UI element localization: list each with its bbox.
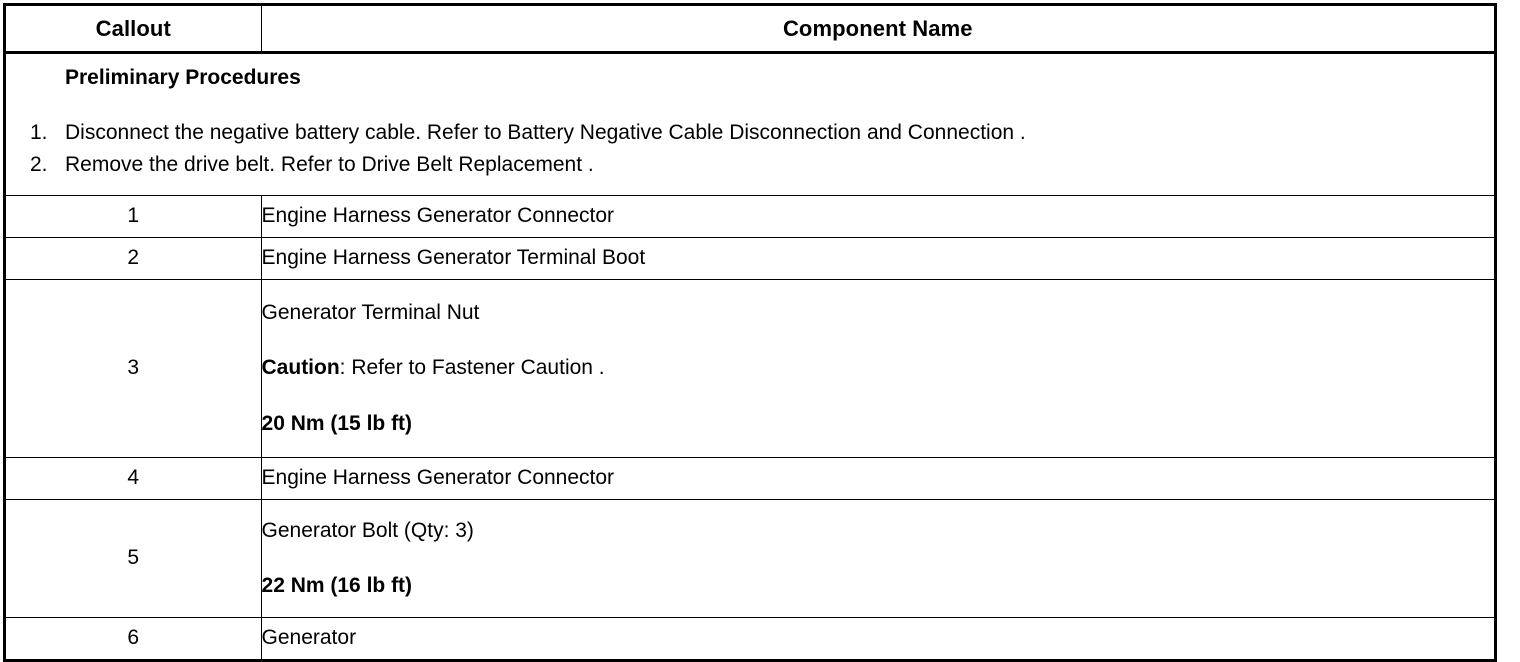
- list-item: 1. Disconnect the negative battery cable…: [6, 117, 1494, 149]
- callout-number: 4: [4, 457, 262, 501]
- table-row: 3 Generator Terminal Nut Caution: Refer …: [4, 279, 1497, 459]
- torque-spec: 22 Nm (16 lb ft): [261, 574, 413, 598]
- table-row: 1 Engine Harness Generator Connector: [4, 195, 1497, 239]
- caution-note: Caution: Refer to Fastener Caution .: [262, 355, 1494, 381]
- table-row: 2 Engine Harness Generator Terminal Boot: [4, 237, 1497, 281]
- preliminary-procedures-cell: Preliminary Procedures 1. Disconnect the…: [4, 52, 1496, 197]
- list-item-number: 1.: [30, 121, 48, 145]
- table-row: 6 Generator: [4, 617, 1497, 661]
- component-name-cell: Engine Harness Generator Terminal Boot: [260, 237, 1497, 281]
- component-callout-table: Callout Component Name Preliminary Proce…: [3, 3, 1497, 662]
- component-name-line: Engine Harness Generator Terminal Boot: [261, 246, 646, 270]
- component-name-line: Engine Harness Generator Connector: [261, 466, 615, 490]
- column-header-callout: Callout: [4, 4, 262, 54]
- column-header-component-name: Component Name: [260, 4, 1496, 54]
- component-name-line: Generator Bolt (Qty: 3): [261, 518, 474, 542]
- preliminary-procedures-list: 1. Disconnect the negative battery cable…: [6, 117, 1494, 181]
- preliminary-procedures-title: Preliminary Procedures: [65, 66, 301, 89]
- component-name-cell: Engine Harness Generator Connector: [260, 457, 1497, 501]
- preliminary-procedures-row: Preliminary Procedures 1. Disconnect the…: [4, 52, 1496, 197]
- component-name-cell: Engine Harness Generator Connector: [260, 195, 1497, 239]
- list-item-text: Remove the drive belt. Refer to Drive Be…: [65, 153, 594, 177]
- component-name-line: Engine Harness Generator Connector: [261, 204, 615, 228]
- callout-number: 2: [4, 237, 262, 281]
- callout-number: 1: [4, 195, 262, 239]
- torque-spec: 20 Nm (15 lb ft): [261, 411, 413, 435]
- component-name-line: Generator: [261, 626, 357, 650]
- callout-number: 5: [4, 499, 262, 619]
- table-body: Preliminary Procedures 1. Disconnect the…: [4, 52, 1497, 661]
- callout-number: 3: [4, 279, 262, 459]
- table-row: 4 Engine Harness Generator Connector: [4, 457, 1497, 501]
- component-name-cell: Generator Terminal Nut Caution: Refer to…: [260, 279, 1497, 459]
- list-item-text: Disconnect the negative battery cable. R…: [65, 121, 1026, 145]
- caution-text: : Refer to Fastener Caution .: [339, 356, 605, 380]
- callout-table-container: Callout Component Name Preliminary Proce…: [3, 3, 1497, 662]
- caution-label: Caution: [261, 356, 340, 380]
- callout-number: 6: [4, 617, 262, 661]
- component-name-line: Generator Terminal Nut: [261, 301, 480, 325]
- table-row: 5 Generator Bolt (Qty: 3) 22 Nm (16 lb f…: [4, 499, 1497, 619]
- table-header-row: Callout Component Name: [4, 4, 1496, 54]
- component-name-cell: Generator Bolt (Qty: 3) 22 Nm (16 lb ft): [260, 499, 1497, 619]
- list-item-number: 2.: [30, 153, 48, 177]
- component-name-cell: Generator: [260, 617, 1497, 661]
- list-item: 2. Remove the drive belt. Refer to Drive…: [6, 149, 1494, 181]
